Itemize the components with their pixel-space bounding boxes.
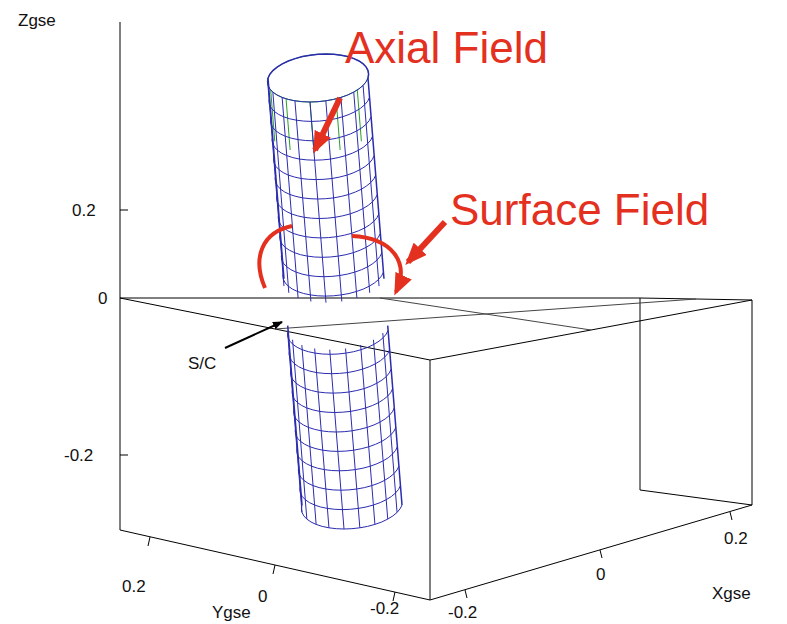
tick-value: -0.2 (448, 604, 477, 621)
surface-field-arc (352, 236, 401, 292)
axes-box (120, 22, 752, 601)
surface-field-arrow (408, 222, 445, 262)
spacecraft-label: S/C (188, 355, 216, 372)
tick-value: 0 (258, 588, 267, 605)
axis-title: Xgse (712, 585, 751, 602)
tick-value: 0 (596, 566, 605, 583)
axis-title: Ygse (212, 604, 251, 621)
spacecraft-arrow (225, 322, 282, 348)
field-label: Surface Field (450, 188, 709, 232)
axis-title: Zgse (18, 12, 56, 29)
tick-value: -0.2 (370, 600, 399, 617)
tick-value: 0.2 (724, 530, 748, 547)
axial-field-arrow (315, 98, 340, 150)
tick-value: 0 (98, 290, 107, 307)
surface-field-arc (259, 226, 292, 288)
flux-rope-cylinder (267, 54, 402, 529)
field-label: Axial Field (345, 26, 548, 70)
tick-value: 0.2 (122, 578, 146, 595)
tick-value: -0.2 (64, 447, 93, 464)
tick-value: 0.2 (72, 202, 96, 219)
